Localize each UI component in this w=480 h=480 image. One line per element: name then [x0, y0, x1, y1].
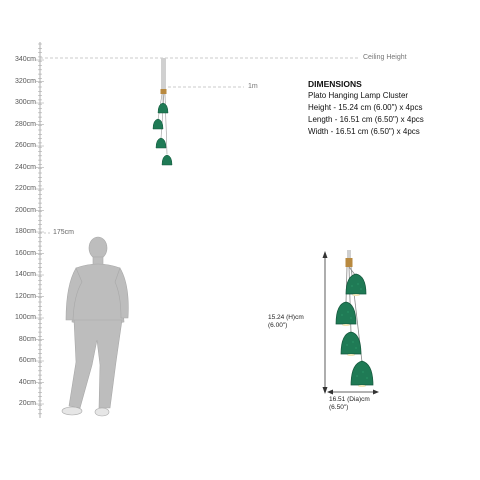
- ruler-tick-label: 180cm: [14, 228, 36, 235]
- width-spec: Width - 16.51 cm (6.50") x 4pcs: [308, 127, 420, 136]
- ruler-tick-label: 340cm: [14, 56, 36, 63]
- diameter-cm-label: 16.51 (Dia)cm: [329, 396, 370, 403]
- ruler-tick-label: 240cm: [14, 163, 36, 171]
- ruler-tick-label: 120cm: [14, 292, 36, 300]
- ruler-tick-label: 20cm: [18, 400, 36, 407]
- ruler-tick-label: 100cm: [14, 314, 36, 321]
- mini-shade-3: [155, 137, 167, 149]
- length-spec: Length - 16.51 cm (6.50") x 4pcs: [308, 115, 424, 124]
- drop-distance-label: 1m: [248, 83, 258, 90]
- person-height-label: 175cm: [53, 229, 75, 236]
- detail-shade-3: [340, 331, 362, 355]
- ruler-tick-label: 40cm: [18, 378, 36, 386]
- height-in-label: (6.00"): [268, 322, 288, 329]
- ruler-tick-label: 260cm: [14, 142, 36, 149]
- diameter-annotation: 16.51 (Dia)cm (6.50"): [329, 396, 370, 412]
- ruler-tick-label: 200cm: [14, 206, 36, 214]
- ruler-tick-label: 160cm: [14, 249, 36, 257]
- mini-shade-1: [157, 102, 169, 114]
- ruler-tick-label: 320cm: [14, 77, 36, 85]
- mini-shade-4: [161, 154, 173, 166]
- ruler-tick-label: 80cm: [18, 335, 36, 343]
- mini-shade-2: [152, 118, 164, 130]
- height-annotation: 15.24 (H)cm (6.00"): [268, 314, 304, 330]
- height-cm-label: 15.24 (H)cm: [268, 314, 304, 321]
- diameter-in-label: (6.50"): [329, 404, 349, 411]
- ruler-tick-label: 300cm: [14, 99, 36, 106]
- detail-shade-2: [335, 301, 357, 325]
- height-spec: Height - 15.24 cm (6.00") x 4pcs: [308, 103, 423, 112]
- ruler-tick-label: 140cm: [14, 271, 36, 278]
- product-name: Plato Hanging Lamp Cluster: [308, 91, 409, 100]
- ruler-tick-label: 220cm: [14, 185, 36, 192]
- dimensions-block: DIMENSIONS Plato Hanging Lamp Cluster He…: [308, 78, 424, 138]
- ruler-tick-label: 280cm: [14, 120, 36, 128]
- detail-shade-4: [350, 360, 374, 386]
- ceiling-height-label: Ceiling Height: [363, 54, 407, 61]
- ruler-tick-label: 60cm: [18, 357, 36, 364]
- dimensions-title: DIMENSIONS: [308, 79, 362, 89]
